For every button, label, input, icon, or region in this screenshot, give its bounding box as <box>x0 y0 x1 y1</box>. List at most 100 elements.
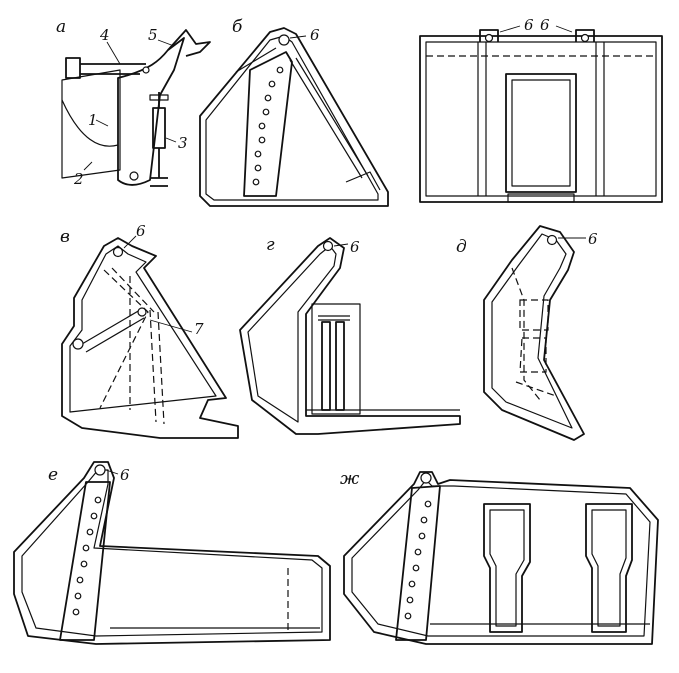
lever-bottom-pin <box>129 171 139 181</box>
leader-3 <box>165 137 177 143</box>
leader-g6 <box>333 243 349 247</box>
panel-label-g: г <box>266 235 275 255</box>
callout-v6: 6 <box>136 222 146 240</box>
callout-c6b: 6 <box>540 16 550 34</box>
panel-v-bucket: в 6 7 <box>60 222 239 439</box>
plate-hole <box>414 548 422 556</box>
bucket-side-2 <box>61 69 121 179</box>
cylinder-top-mount <box>149 94 169 101</box>
bucket-d-rib <box>511 267 541 401</box>
callout-4: 4 <box>99 26 110 44</box>
panel-zh-bucket: ж <box>340 469 659 645</box>
bucket-b-top-edge <box>235 47 277 73</box>
plate-hole <box>406 596 414 604</box>
bucket-g-frame <box>311 303 361 415</box>
callout-3: 3 <box>178 134 188 152</box>
plate-hole <box>72 608 80 616</box>
lever-pin <box>142 66 150 74</box>
lug-right-hole <box>580 33 590 43</box>
bucket-d-hidden-lines <box>515 299 557 397</box>
bucket-g-outline <box>239 237 461 435</box>
callout-7: 7 <box>194 320 204 338</box>
leader-1 <box>95 119 109 127</box>
leader-7 <box>149 319 193 333</box>
plate-hole <box>276 66 284 74</box>
plate-hole <box>94 496 102 504</box>
front-opening-inner <box>511 79 571 187</box>
lever-1 <box>117 37 185 186</box>
perforated-plate-e <box>59 481 111 641</box>
plate-hole <box>418 532 426 540</box>
hook-5 <box>167 29 211 57</box>
panel-a-bucket-assembly: а 1 2 3 4 5 <box>56 17 211 188</box>
leader-e6 <box>105 469 119 475</box>
plate-hole <box>90 512 98 520</box>
pivot-zh <box>420 472 432 484</box>
front-ribs <box>477 42 605 196</box>
callout-5: 5 <box>148 26 158 44</box>
bucket-e-outline <box>13 461 331 645</box>
plate-hole <box>408 580 416 588</box>
bucket-zh-inner <box>351 479 651 637</box>
bucket-b-brace <box>289 57 369 179</box>
callout-c6a: 6 <box>524 16 534 34</box>
window-left-inner <box>489 509 525 627</box>
bucket-d-outline <box>483 225 585 441</box>
callout-g6: 6 <box>350 238 360 256</box>
window-left <box>483 503 531 633</box>
panel-d-bucket: д 6 <box>456 225 598 441</box>
plate-hole <box>76 576 84 584</box>
callout-2: 2 <box>73 170 84 188</box>
lug-left-hole <box>484 33 494 43</box>
leader-c6 <box>499 25 573 33</box>
bucket-zh-outline <box>343 471 659 645</box>
pivot-g6 <box>322 240 334 252</box>
plate-hole <box>252 178 260 186</box>
pivot-v-lower <box>72 338 84 350</box>
plate-hole <box>80 560 88 568</box>
window-right <box>585 503 633 633</box>
cylinder-g-left <box>321 321 331 411</box>
leader-2 <box>83 161 93 171</box>
bucket-d-inner <box>491 233 573 429</box>
plate-hole <box>86 528 94 536</box>
front-opening <box>505 73 577 193</box>
plate-hole <box>404 612 412 620</box>
callout-d6: 6 <box>588 230 598 248</box>
plate-hole <box>258 122 266 130</box>
leader-b6 <box>289 35 307 39</box>
plate-hole <box>258 136 266 144</box>
window-right-inner <box>591 509 627 627</box>
pivot-7 <box>137 307 147 317</box>
plate-hole <box>412 564 420 572</box>
callout-1: 1 <box>88 111 98 129</box>
cylinder-g-right <box>335 321 345 411</box>
bucket-v-outline <box>61 237 239 439</box>
link-end-block <box>65 57 81 79</box>
leader-4 <box>106 41 121 65</box>
leader-v6 <box>123 235 137 249</box>
panel-c-bucket-front-view: 6 6 <box>419 16 663 203</box>
pivot-6 <box>278 34 290 46</box>
bucket-v-cylinder <box>81 309 145 353</box>
front-outline <box>419 35 663 203</box>
perforated-plate <box>243 51 293 197</box>
plate-hole <box>82 544 90 552</box>
panel-b-bucket-side-view: б 6 <box>199 17 389 207</box>
plate-hole <box>254 150 262 158</box>
panel-e-bucket: е 6 <box>13 461 331 645</box>
bucket-v-hidden-lines <box>99 267 165 425</box>
plate-hole <box>74 592 82 600</box>
front-inner <box>425 41 657 197</box>
bucket-v-inner <box>69 245 217 413</box>
panel-label-b: б <box>232 17 243 37</box>
callout-e6: 6 <box>120 466 130 484</box>
panel-label-d: д <box>456 237 467 257</box>
front-base-plate <box>507 193 575 203</box>
panel-label-zh: ж <box>340 469 360 489</box>
plate-hole <box>264 94 272 102</box>
cylinder-g-head <box>318 315 350 321</box>
panel-g-bucket: г 6 <box>239 235 461 435</box>
